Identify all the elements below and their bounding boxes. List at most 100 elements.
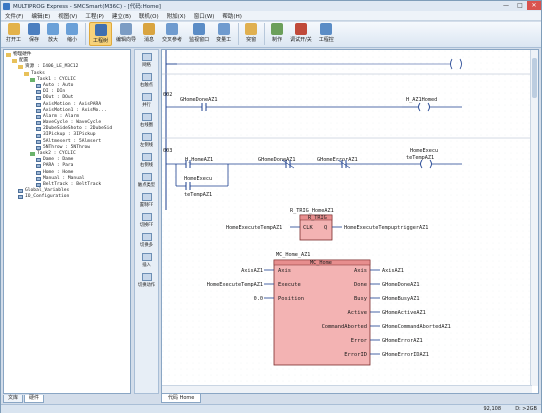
- tree-item-label: Alarm : Alarm: [43, 113, 79, 119]
- toolbar-button[interactable]: 突窗: [242, 22, 260, 46]
- tree-item[interactable]: 物理硬件: [6, 52, 130, 58]
- tree-item[interactable]: 配置: [6, 58, 130, 64]
- palette-button[interactable]: 触点类型: [135, 173, 158, 190]
- rtrig-pin-in: CLK: [303, 225, 313, 231]
- toolbar-icon: [94, 24, 107, 36]
- vertical-scrollbar[interactable]: [530, 50, 538, 386]
- tree-item[interactable]: Auto : Auto: [6, 83, 130, 89]
- palette-button[interactable]: 切换FF: [135, 213, 158, 230]
- toolbar-button[interactable]: 缩小: [63, 22, 81, 46]
- toolbar-label: 缩小: [67, 37, 78, 43]
- minimize-button[interactable]: —: [503, 2, 509, 9]
- coil-right-arc[interactable]: [427, 102, 430, 112]
- tree-item[interactable]: Alarm : Alarm: [6, 114, 130, 120]
- menu-edit[interactable]: 编辑(E): [31, 13, 51, 20]
- mc-input-pin: Position: [278, 296, 304, 302]
- tree-item[interactable]: IO_Configuration: [6, 194, 130, 200]
- tree-item[interactable]: 3IPickup : 3IPickup: [6, 132, 130, 138]
- tree-item-label: 5NThrow : 5NThrow: [43, 144, 91, 150]
- toolbar-button[interactable]: 工程树: [89, 22, 113, 46]
- tree-item[interactable]: Task2 : CYCLIC: [6, 151, 130, 157]
- palette-button[interactable]: 左侧线: [135, 133, 158, 150]
- toolbar-icon: [120, 23, 133, 35]
- mc-home-block[interactable]: [273, 259, 371, 366]
- tree-item[interactable]: DI : DIn: [6, 89, 130, 95]
- tree-item[interactable]: AxisMotion1 : AxisMo...: [6, 108, 130, 114]
- ld-element-icon: [141, 93, 152, 101]
- var-icon: [36, 170, 41, 175]
- palette-button[interactable]: 并行: [135, 93, 158, 110]
- tree-item[interactable]: 2DubeSideShoto : 2DubeSid: [6, 126, 130, 132]
- menu-project[interactable]: 工程(P): [85, 13, 104, 20]
- toolbar-button[interactable]: 打开工: [3, 22, 24, 46]
- menu-extras[interactable]: 附加(X): [166, 13, 186, 20]
- palette-button[interactable]: 右触点: [135, 73, 158, 90]
- toolbar-button[interactable]: 制作: [268, 22, 286, 46]
- toolbar-button[interactable]: 交叉参考: [159, 22, 185, 46]
- tree-item[interactable]: AxisMotion : AxisPARA: [6, 102, 130, 108]
- palette-button[interactable]: 插入: [135, 253, 158, 270]
- tab-hardware[interactable]: 硬件: [24, 395, 45, 403]
- toolbar-button[interactable]: 保存: [25, 22, 43, 46]
- tree-item-label: BeltTrack : BeltTrack: [43, 181, 102, 187]
- menu-window[interactable]: 窗口(W): [193, 13, 215, 20]
- toolbar-label: 交叉参考: [162, 37, 183, 43]
- nc-slash: [281, 159, 295, 169]
- tree-item-label: 配置: [19, 58, 29, 64]
- window-title: MULTIPROG Express - SMCSmart(M36C) - [代码…: [13, 4, 161, 10]
- palette-button[interactable]: 右线圈: [135, 113, 158, 130]
- palette-button[interactable]: 切换多: [135, 233, 158, 250]
- coil-left-arc[interactable]: [418, 102, 421, 112]
- toolbar-button[interactable]: 工程控: [316, 22, 337, 46]
- palette-button[interactable]: 切换动作: [135, 273, 158, 290]
- tree-item[interactable]: Manual : Manual: [6, 176, 130, 182]
- palette-button[interactable]: 置制FF: [135, 193, 158, 210]
- toolbar-button[interactable]: 放大: [44, 22, 62, 46]
- tree-item[interactable]: PARA : Para: [6, 163, 130, 169]
- tree-item[interactable]: 资源 : I406_LE_M3C12: [6, 64, 130, 70]
- palette-button[interactable]: 网络: [135, 53, 158, 70]
- palette-button[interactable]: 右侧线: [135, 153, 158, 170]
- toolbar-button[interactable]: 监视窗口: [186, 22, 212, 46]
- toolbar-icon: [7, 23, 20, 35]
- tab-library[interactable]: 文库: [3, 395, 24, 403]
- mc-output-variable: AxisAZ1: [382, 268, 404, 274]
- toolbar-button[interactable]: 编辑向导: [113, 22, 139, 46]
- disk-space: D: >2GB: [515, 406, 537, 412]
- toolbar-label: 保存: [29, 37, 40, 43]
- tree-item[interactable]: Home : Home: [6, 170, 130, 176]
- toolbar-label: 监视窗口: [189, 37, 210, 43]
- tree-item[interactable]: Dame : Dame: [6, 157, 130, 163]
- mc-input-pin: Axis: [278, 268, 291, 274]
- menu-view[interactable]: 视图(V): [58, 13, 78, 20]
- menu-build[interactable]: 建立(B): [111, 13, 131, 20]
- scroll-thumb[interactable]: [532, 58, 537, 98]
- tree-item[interactable]: Tasks: [6, 71, 130, 77]
- mc-output-pin: Busy: [354, 296, 368, 302]
- tree-item-label: WaveCycle : WaveCycle: [43, 120, 102, 126]
- toolbar-button[interactable]: 调试开/关: [287, 22, 315, 46]
- tree-item[interactable]: BeltTrack : BeltTrack: [6, 182, 130, 188]
- coil-right-arc[interactable]: [429, 159, 432, 169]
- tree-item[interactable]: 5Altmesert : 5Almsert: [6, 139, 130, 145]
- close-button[interactable]: ✕: [527, 1, 541, 10]
- tree-item[interactable]: WaveCycle : WaveCycle: [6, 120, 130, 126]
- tree-item[interactable]: DOut : DOut: [6, 95, 130, 101]
- tree-item[interactable]: Global_Variables: [6, 188, 130, 194]
- toolbar-icon: [28, 23, 41, 35]
- maximize-button[interactable]: □: [517, 2, 523, 9]
- horizontal-scrollbar[interactable]: [162, 385, 532, 393]
- app-logo-icon: [3, 2, 10, 10]
- tree-item[interactable]: 5NThrow : 5NThrow: [6, 145, 130, 151]
- tree-item[interactable]: Task1 : CYCLIC: [6, 77, 130, 83]
- toolbar-icon: [271, 23, 284, 35]
- toolbar-button[interactable]: 变量工: [213, 22, 234, 46]
- menu-online[interactable]: 联机(O): [139, 13, 159, 20]
- menu-file[interactable]: 文件(F): [5, 13, 24, 20]
- mc-output-pin: Error: [351, 338, 368, 344]
- contact-label: H_HomeAZ1: [185, 157, 213, 163]
- tab-code-home[interactable]: 代码 Home: [161, 394, 202, 403]
- coil-left-arc[interactable]: [420, 159, 423, 169]
- toolbar-button[interactable]: 消息: [140, 22, 158, 46]
- menu-help[interactable]: 帮助(H): [222, 13, 242, 20]
